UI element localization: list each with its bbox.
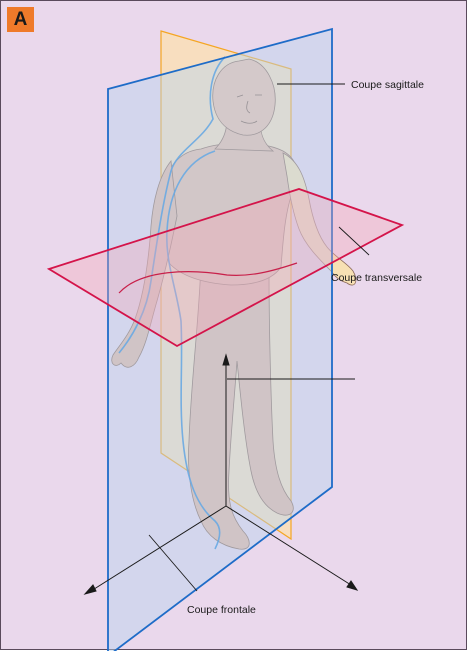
frontal-plane xyxy=(108,29,332,651)
left-axis-arrowhead xyxy=(85,585,96,594)
label-transverse: Coupe transversale xyxy=(331,272,422,284)
right-axis-arrowhead xyxy=(347,581,357,590)
label-frontal: Coupe frontale xyxy=(187,604,256,616)
label-sagittal: Coupe sagittale xyxy=(351,79,424,91)
